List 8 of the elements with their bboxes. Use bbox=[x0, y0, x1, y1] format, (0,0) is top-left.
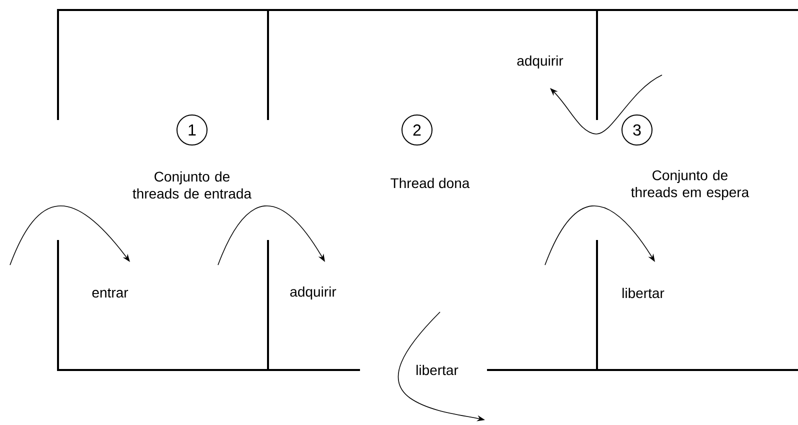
text-label: adquirir bbox=[290, 286, 336, 300]
text-label: entrar bbox=[92, 288, 128, 298]
text-label: adquirir bbox=[517, 55, 564, 69]
text-label: libertar bbox=[622, 288, 664, 298]
caption-text: Conjunto de threads em espera bbox=[631, 170, 750, 200]
text-label: libertar bbox=[416, 364, 458, 376]
caption-text: Thread dona bbox=[390, 178, 470, 188]
caption-text: Conjunto de threads de entrada bbox=[132, 171, 252, 199]
